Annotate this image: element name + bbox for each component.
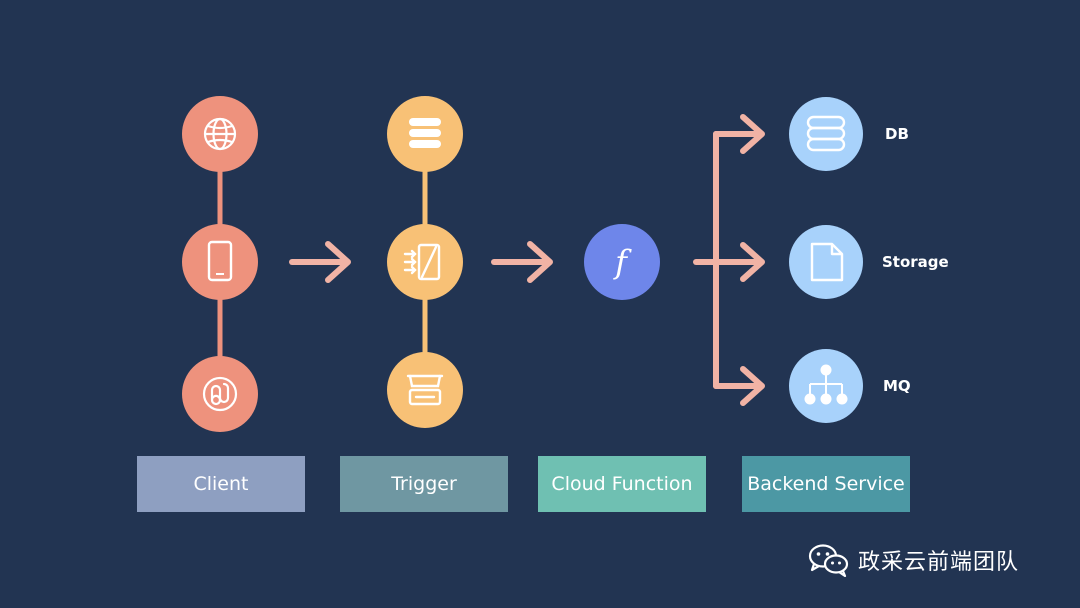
wechat-icon <box>808 544 849 577</box>
event-stream-icon <box>403 243 441 281</box>
smartphone-icon <box>207 240 233 282</box>
backend-db-node <box>789 97 863 171</box>
database-icon <box>806 115 846 152</box>
category-client: Client <box>137 456 305 512</box>
backend-label-db: DB <box>885 125 909 143</box>
document-icon <box>810 242 844 282</box>
category-trigger-box <box>340 456 508 512</box>
brand-name: 政采云前端团队 <box>858 550 1020 575</box>
brand-watermark: 政采云前端团队 <box>808 540 1019 580</box>
category-trigger: Trigger <box>340 456 508 512</box>
database-icon <box>409 118 441 148</box>
category-backend-service: Backend Service <box>742 456 910 512</box>
backend-label-storage: Storage <box>882 253 949 271</box>
client-to-trigger-arrow <box>289 241 351 283</box>
globe-icon <box>203 117 237 151</box>
mini-program-icon <box>202 376 238 412</box>
trigger-gateway-node <box>387 352 463 428</box>
trigger-to-function-arrow <box>491 241 553 283</box>
client-web-node <box>182 96 258 172</box>
category-backend-service-box <box>742 456 910 512</box>
backend-mq-node <box>789 349 863 423</box>
backend-label-mq: MQ <box>883 377 911 395</box>
function-to-backend-connector <box>693 114 765 406</box>
category-trigger-label: Trigger <box>390 473 457 495</box>
trigger-event-node <box>387 224 463 300</box>
category-cloud-function-label: Cloud Function <box>551 473 692 495</box>
backend-storage-node <box>789 225 863 299</box>
client-mini-program-node <box>182 356 258 432</box>
api-gateway-icon <box>406 374 444 406</box>
client-mobile-node <box>182 224 258 300</box>
category-cloud-function-box <box>538 456 706 512</box>
category-client-label: Client <box>193 473 248 495</box>
category-cloud-function: Cloud Function <box>538 456 706 512</box>
cloud-function-node: f <box>584 224 660 300</box>
trigger-database-node <box>387 96 463 172</box>
category-client-box <box>137 456 305 512</box>
category-backend-service-label: Backend Service <box>747 473 905 495</box>
hierarchy-icon <box>804 364 848 405</box>
